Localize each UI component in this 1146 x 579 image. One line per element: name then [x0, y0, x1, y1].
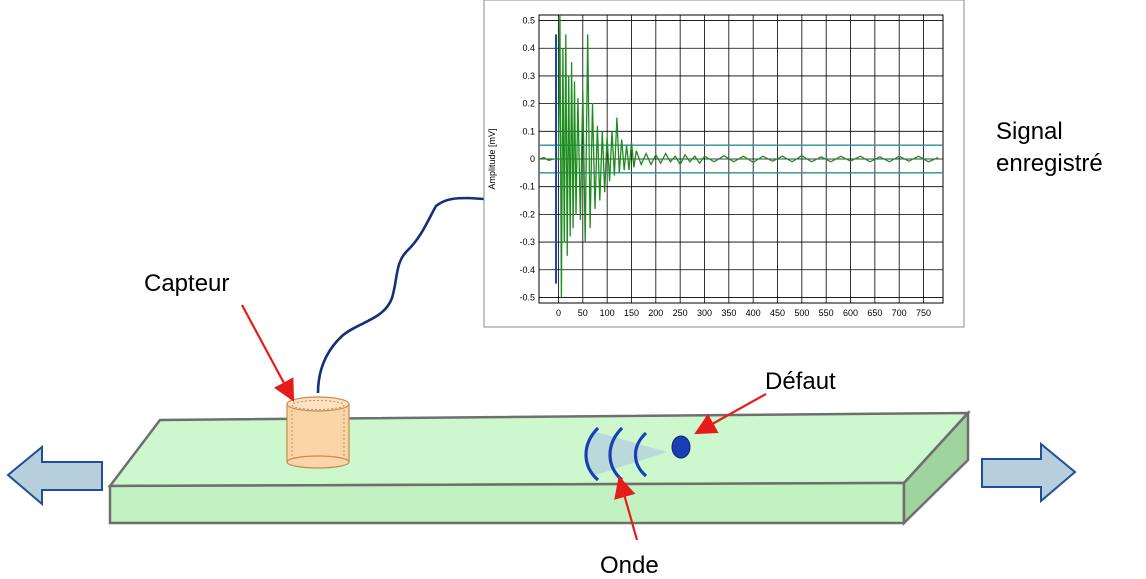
plate-top-face	[107, 411, 971, 488]
y-tick-label: -0.4	[519, 265, 535, 275]
x-tick-label: 350	[721, 308, 736, 318]
x-tick-label: 500	[794, 308, 809, 318]
sensor-icon	[286, 396, 350, 469]
x-tick-label: 600	[843, 308, 858, 318]
x-tick-labels: 0 50 100 150 200 250 300 350 400 450 500 550 600 650 7…	[556, 308, 931, 318]
y-tick-label: 0.5	[522, 16, 535, 26]
sensor-label: Capteur	[144, 270, 229, 297]
y-tick-label: 0.1	[522, 126, 535, 136]
defect-label: Défaut	[765, 368, 836, 395]
x-tick-label: 250	[673, 308, 688, 318]
y-tick-label: 0.4	[522, 43, 535, 53]
y-tick-label: -0.1	[519, 182, 535, 192]
x-tick-label: 0	[556, 308, 561, 318]
y-axis-label: Amplitude [mV]	[487, 128, 497, 189]
left-arrow-icon	[6, 444, 103, 507]
x-tick-label: 50	[578, 308, 588, 318]
x-tick-label: 300	[697, 308, 712, 318]
x-tick-label: 100	[600, 308, 615, 318]
plate-side-face	[902, 409, 970, 526]
signal-label-line1: Signal	[996, 118, 1063, 145]
defect-pointer-arrow	[694, 393, 767, 435]
y-tick-label: 0	[530, 154, 535, 164]
y-tick-label: -0.3	[519, 237, 535, 247]
y-tick-label: 0.2	[522, 99, 535, 109]
wave-label: Onde	[600, 552, 659, 579]
x-tick-label: 650	[867, 308, 882, 318]
x-tick-label: 750	[916, 308, 931, 318]
x-tick-label: 700	[892, 308, 907, 318]
right-arrow-icon	[981, 441, 1077, 504]
y-tick-label: -0.2	[519, 209, 535, 219]
sensor-pointer-arrow	[241, 304, 295, 402]
x-tick-label: 550	[819, 308, 834, 318]
y-tick-label: -0.5	[519, 292, 535, 302]
sensor-cable	[316, 196, 485, 394]
x-tick-label: 450	[770, 308, 785, 318]
x-tick-label: 400	[746, 308, 761, 318]
plate-front-face	[108, 481, 906, 525]
defect-icon	[671, 435, 691, 459]
y-tick-label: 0.3	[522, 71, 535, 81]
signal-label-line2: enregistré	[996, 150, 1103, 177]
x-tick-label: 200	[648, 308, 663, 318]
signal-series-line	[538, 14, 939, 298]
signal-chart: 0 50 100 150 200 250 300 350 400 450 500 550 600 650 7…	[483, 0, 965, 328]
wave-pointer-arrow	[614, 475, 639, 541]
test-plate	[107, 409, 971, 526]
x-tick-label: 150	[624, 308, 639, 318]
y-tick-labels: -0.5 -0.4 -0.3 -0.2 -0.1 0 0.1 0.2 0.3 0.4 0.5	[519, 16, 535, 303]
